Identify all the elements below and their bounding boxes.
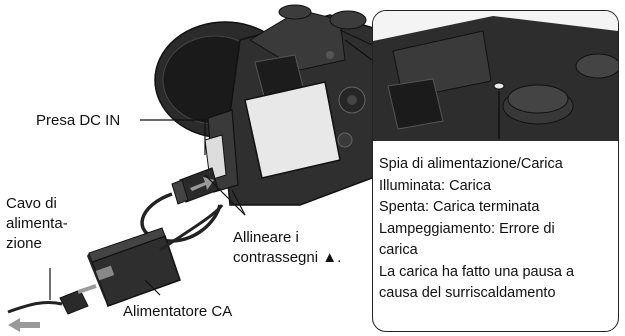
callout-line: Illuminata: Carica xyxy=(379,177,492,194)
cable-label-line-2: alimenta- xyxy=(6,215,68,232)
callout-text: Spia di alimentazione/Carica Illuminata:… xyxy=(379,154,615,305)
adapter-output-cable xyxy=(159,204,224,252)
power-cord xyxy=(7,284,97,315)
cable-label-line-1: Cavo di xyxy=(6,195,57,212)
callout-line: Lampeggiamento: Errore di xyxy=(379,220,555,237)
charge-lamp-callout: Spia di alimentazione/Carica Illuminata:… xyxy=(372,10,619,332)
callout-line: La carica ha fatto una pausa a xyxy=(379,263,575,280)
callout-line: carica xyxy=(379,242,418,258)
callout-line: Spia di alimentazione/Carica xyxy=(379,156,563,172)
pull-arrow xyxy=(8,318,40,332)
leader-lines xyxy=(49,29,373,300)
dc-in-label: Presa DC IN xyxy=(36,112,121,129)
align-label-line-2: contrassegni ▲. xyxy=(233,249,342,266)
adapter-label: Alimentatore CA xyxy=(123,303,233,320)
callout-line: causa del surriscaldamento xyxy=(379,285,556,301)
charge-lamp-icon xyxy=(493,82,505,90)
camera-body xyxy=(154,4,396,206)
insert-arrow xyxy=(190,177,214,191)
ac-adapter xyxy=(87,227,181,307)
callout-closeup-image xyxy=(373,11,618,141)
cable-label-line-3: zione xyxy=(6,235,42,252)
callout-line: Spenta: Carica terminata xyxy=(379,199,540,215)
align-label-line-1: Allineare i xyxy=(233,229,299,246)
